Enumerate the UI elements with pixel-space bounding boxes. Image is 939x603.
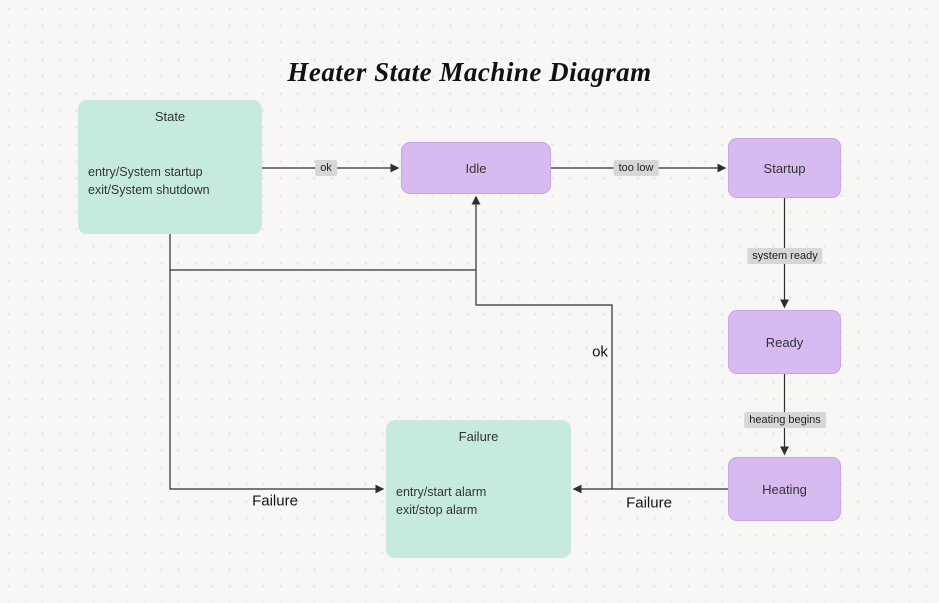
node-heating[interactable]: Heating bbox=[728, 457, 841, 521]
node-ready[interactable]: Ready bbox=[728, 310, 841, 374]
node-failure-title: Failure bbox=[458, 429, 499, 444]
node-ready-title: Ready bbox=[765, 334, 804, 350]
edge-label-system-ready: system ready bbox=[747, 248, 823, 264]
edge-state-to-failure bbox=[169, 234, 385, 494]
node-state-title: State bbox=[154, 109, 186, 124]
node-state-entry-action: entry/System startup bbox=[88, 165, 203, 179]
node-startup[interactable]: Startup bbox=[728, 138, 841, 198]
node-failure-entry-action: entry/start alarm bbox=[396, 485, 487, 499]
node-state[interactable]: State entry/System startup exit/System s… bbox=[78, 100, 262, 234]
node-heating-title: Heating bbox=[762, 481, 807, 497]
node-failure-exit-action: exit/stop alarm bbox=[396, 503, 478, 517]
edge-label-failure-ok: ok bbox=[592, 343, 608, 361]
node-idle-title: Idle bbox=[465, 160, 487, 176]
edge-label-heating-begins: heating begins bbox=[744, 412, 826, 428]
node-startup-title: Startup bbox=[763, 160, 806, 176]
node-state-exit-action: exit/System shutdown bbox=[88, 183, 210, 197]
edge-failure-to-idle bbox=[471, 195, 613, 489]
node-idle[interactable]: Idle bbox=[401, 142, 551, 194]
edge-label-ok: ok bbox=[315, 160, 337, 176]
edge-label-heating-failure: Failure bbox=[626, 494, 672, 512]
diagram-title: Heater State Machine Diagram bbox=[287, 57, 652, 87]
edge-label-state-failure: Failure bbox=[252, 492, 298, 510]
edge-label-too-low: too low bbox=[613, 160, 659, 176]
node-failure[interactable]: Failure entry/start alarm exit/stop alar… bbox=[386, 420, 571, 558]
